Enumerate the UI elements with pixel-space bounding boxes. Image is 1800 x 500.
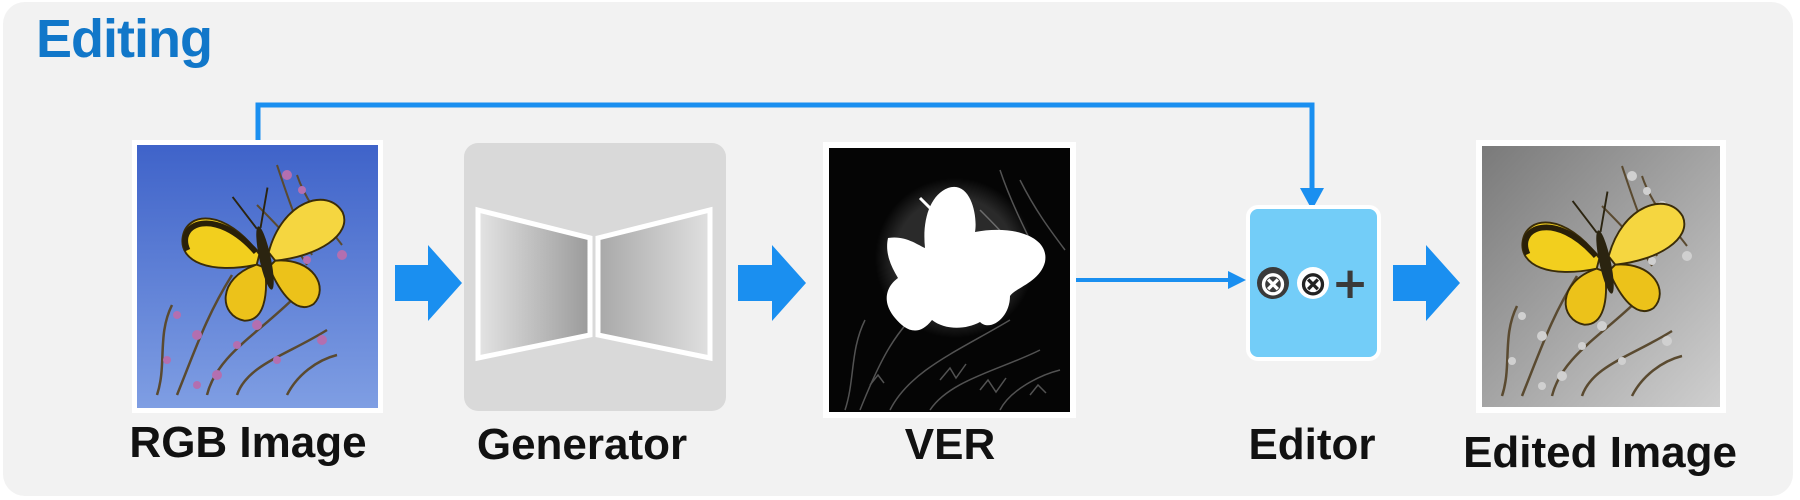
generator-block	[464, 143, 726, 411]
arrow-rgb-to-generator	[395, 245, 462, 321]
generator-label: Generator	[476, 420, 688, 469]
editor-op-add: +	[1332, 258, 1369, 309]
edited-image-label: Edited Image	[1463, 428, 1737, 477]
skip-connection-arrow	[255, 102, 1324, 210]
arrow-ver-to-editor	[1076, 271, 1246, 289]
edited-image	[1476, 140, 1726, 413]
rgb-image-label: RGB Image	[129, 418, 367, 467]
editor-block	[1246, 205, 1381, 361]
ver-map	[823, 142, 1076, 418]
section-title: Editing	[36, 9, 213, 69]
editor-op-multiply-dark: ⊗	[1259, 264, 1288, 304]
rgb-image	[132, 140, 383, 413]
editor-op-multiply-light: ⊗	[1299, 264, 1328, 304]
editor-label: Editor	[1248, 420, 1376, 469]
ver-label: VER	[904, 420, 996, 469]
arrow-generator-to-ver	[738, 245, 806, 321]
arrow-editor-to-output	[1393, 245, 1460, 321]
